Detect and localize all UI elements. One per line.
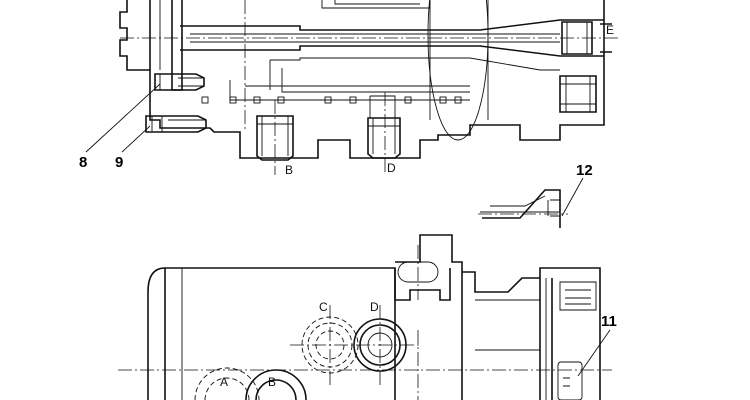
leader-lines — [85, 83, 611, 377]
callout-11: 11 — [601, 313, 617, 330]
callout-8: 8 — [79, 154, 87, 171]
port-label-d-top: D — [387, 161, 396, 175]
port-label-b-top: B — [285, 163, 293, 177]
top-section-view — [119, 0, 620, 175]
port-label-a: A — [220, 375, 228, 389]
detail-view-12 — [478, 189, 568, 228]
callout-9: 9 — [115, 154, 123, 171]
port-label-c: C — [319, 300, 328, 314]
port-label-e: E — [606, 23, 614, 37]
port-label-d-bottom: D — [370, 300, 379, 314]
port-label-b-bottom: B — [268, 375, 276, 389]
bottom-view — [118, 234, 612, 400]
callout-12: 12 — [576, 162, 593, 179]
